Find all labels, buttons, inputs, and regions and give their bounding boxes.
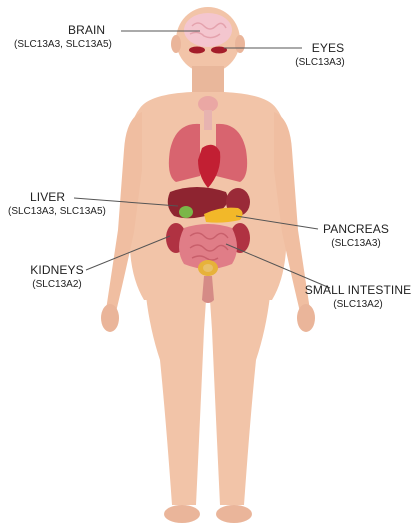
bladder-organ — [198, 260, 218, 276]
brain-organ — [184, 13, 232, 47]
liver-genes: (SLC13A3, SLC13A5) — [8, 207, 126, 217]
kidneys-genes: (SLC13A2) — [26, 280, 88, 290]
brain-label: BRAIN (SLC13A3, SLC13A5) — [14, 24, 112, 50]
eyes-genes: (SLC13A3) — [285, 58, 355, 68]
kidneys-label: KIDNEYS (SLC13A2) — [26, 264, 88, 290]
eyes-name: EYES — [285, 42, 355, 54]
pancreas-genes: (SLC13A3) — [316, 239, 396, 249]
pancreas-label: PANCREAS (SLC13A3) — [316, 223, 396, 249]
liver-label: LIVER (SLC13A3, SLC13A5) — [8, 191, 126, 217]
intestine-name: SMALL INTESTINE — [302, 284, 414, 296]
pancreas-name: PANCREAS — [316, 223, 396, 235]
intestine-label: SMALL INTESTINE (SLC13A2) — [302, 284, 414, 310]
intestine-genes: (SLC13A2) — [302, 300, 414, 310]
eyes-label: EYES (SLC13A3) — [285, 42, 355, 68]
brain-name: BRAIN — [14, 24, 112, 36]
kidneys-name: KIDNEYS — [26, 264, 88, 276]
reproductive-organ — [202, 276, 214, 303]
liver-name: LIVER — [8, 191, 126, 203]
brain-genes: (SLC13A3, SLC13A5) — [14, 40, 112, 50]
gallbladder-organ — [179, 206, 193, 218]
